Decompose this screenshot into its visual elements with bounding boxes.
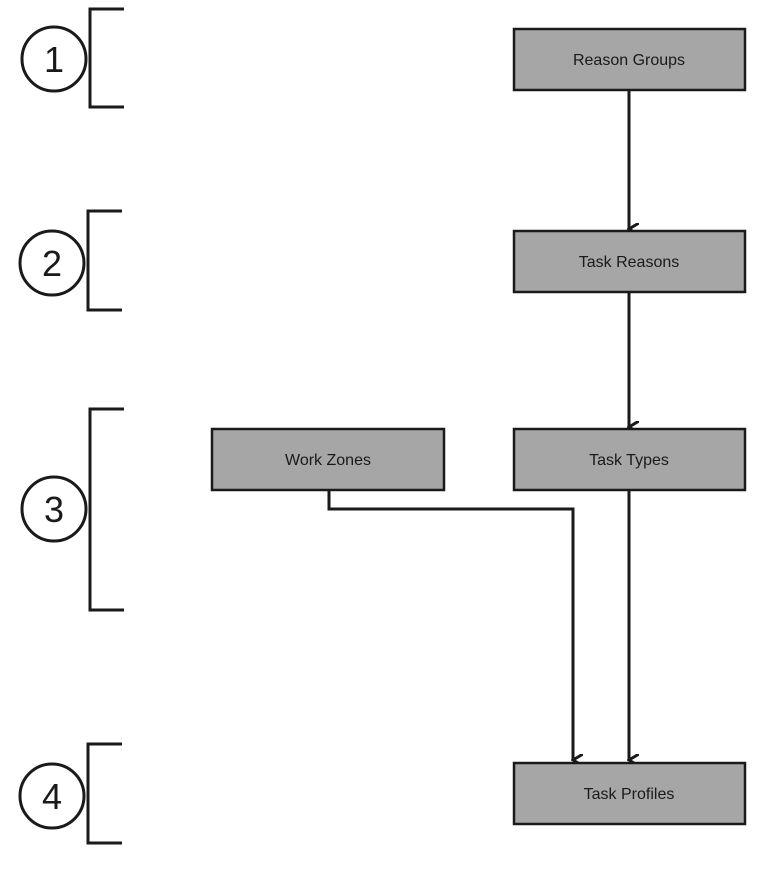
connectors bbox=[327, 91, 629, 760]
node-task-profiles: Task Profiles bbox=[512, 761, 747, 826]
step-circle-4 bbox=[18, 762, 86, 830]
node-box-task-profiles bbox=[512, 761, 747, 826]
step-circle-2 bbox=[18, 229, 86, 297]
node-box-task-types bbox=[512, 427, 747, 492]
step-number-2: 2 bbox=[42, 243, 62, 284]
node-box-reason-groups bbox=[512, 27, 747, 92]
step-number-3: 3 bbox=[44, 489, 64, 530]
node-box-work-zones bbox=[210, 427, 446, 492]
arrow-work-zones-to-task-profiles bbox=[327, 491, 573, 760]
step-3: 3 bbox=[20, 407, 124, 612]
step-number-4: 4 bbox=[42, 776, 62, 817]
step-circle-3 bbox=[20, 475, 88, 543]
node-task-types: Task Types bbox=[512, 427, 747, 492]
node-label-work-zones: Work Zones bbox=[285, 452, 371, 469]
node-label-task-profiles: Task Profiles bbox=[584, 786, 675, 803]
node-label-reason-groups: Reason Groups bbox=[573, 52, 685, 69]
step-number-1: 1 bbox=[44, 39, 64, 80]
step-bracket-4 bbox=[86, 742, 122, 845]
node-work-zones: Work Zones bbox=[210, 427, 446, 492]
node-label-task-types: Task Types bbox=[589, 452, 669, 469]
step-1: 1 bbox=[20, 7, 124, 109]
step-bracket-2 bbox=[86, 209, 122, 312]
node-label-task-reasons: Task Reasons bbox=[579, 254, 680, 271]
step-bracket-1 bbox=[88, 7, 124, 109]
step-circle-1 bbox=[20, 25, 88, 93]
node-task-reasons: Task Reasons bbox=[512, 229, 747, 294]
node-reason-groups: Reason Groups bbox=[512, 27, 747, 92]
node-box-task-reasons bbox=[512, 229, 747, 294]
step-bracket-3 bbox=[88, 407, 124, 612]
step-2: 2 bbox=[18, 209, 122, 312]
step-4: 4 bbox=[18, 742, 122, 845]
